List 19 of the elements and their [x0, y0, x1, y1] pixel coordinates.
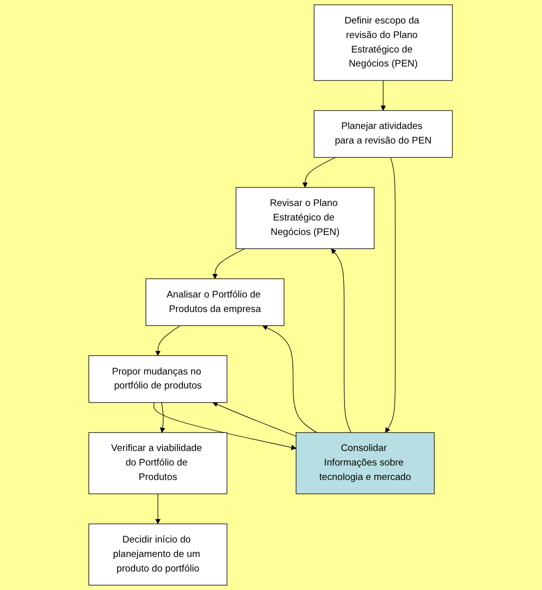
node-box: Definir escopo da revisão do Plano Estratégico de Negócios (PEN): [314, 4, 454, 81]
arrow: [332, 248, 352, 433]
arrow: [262, 325, 318, 433]
arrow: [381, 80, 386, 111]
node-box: Propor mudanças no portfólio de produtos: [88, 355, 228, 403]
node-box: Consolidar Informações sobre tecnologia e mercado: [296, 432, 436, 494]
arrow: [386, 157, 396, 433]
node-box: Analisar o Portfólio de Produtos da empresa: [146, 278, 285, 326]
arrow: [213, 402, 297, 437]
node-box: Revisar o Plano Estratégico de Negócios (PEN): [236, 187, 375, 250]
arrow: [154, 402, 297, 450]
arrow: [156, 494, 161, 524]
node-box: Decidir início do planejamento de um produto do portfólio: [88, 524, 228, 586]
node-box: Planejar atividades para a revisão do PEN: [314, 110, 454, 158]
arrow: [302, 157, 336, 188]
arrow: [160, 402, 166, 433]
node-box: Verificar a viabilidade do Portfólio de Produtos: [88, 432, 228, 494]
arrow: [156, 325, 181, 356]
arrow: [212, 248, 246, 280]
